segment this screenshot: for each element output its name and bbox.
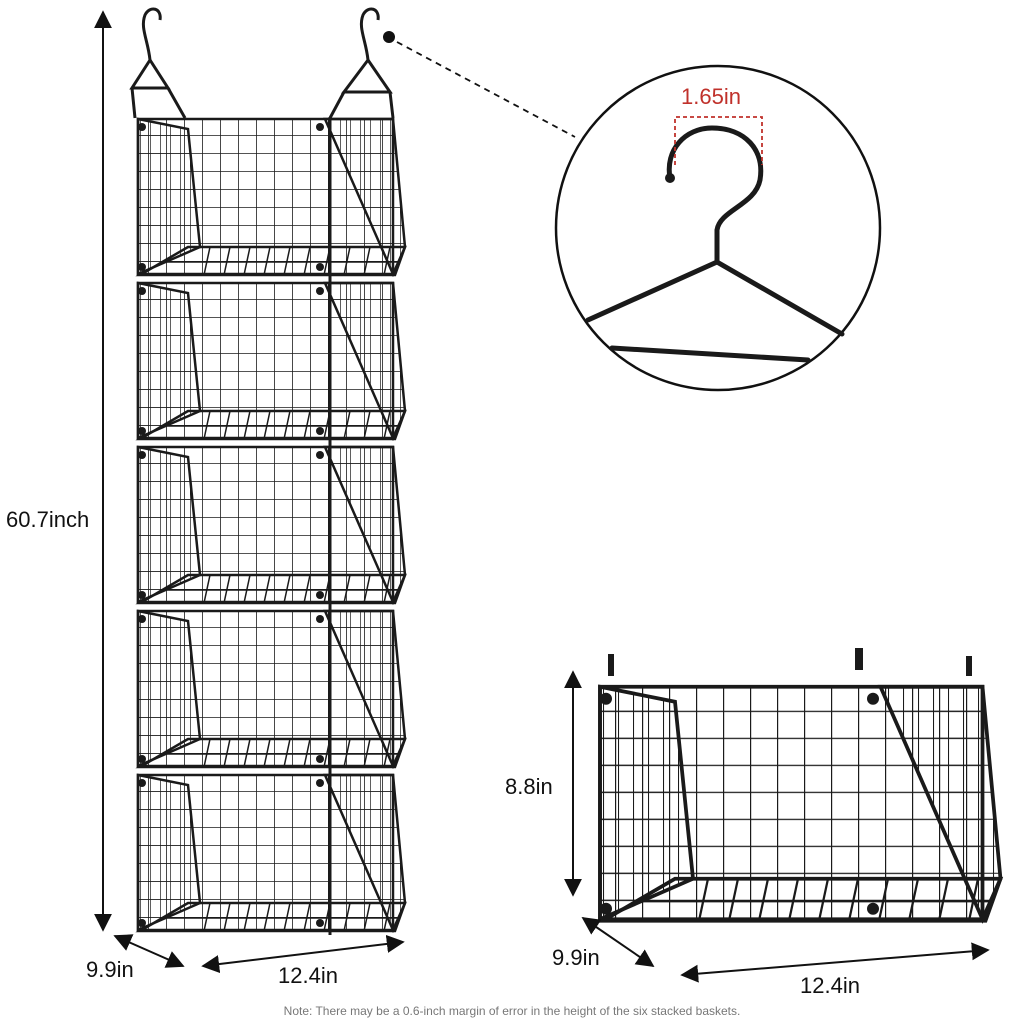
basket-width-label: 12.4in — [800, 973, 860, 998]
single-basket — [600, 648, 1001, 921]
error-margin-note: Note: There may be a 0.6-inch margin of … — [283, 1004, 741, 1018]
stack-height-label: 60.7inch — [6, 507, 90, 532]
basket-height-label: 8.8in — [505, 774, 553, 799]
basket-width-dimension-line — [680, 942, 990, 983]
stack-depth-label: 9.9in — [86, 957, 134, 982]
stack-width-dimension-line — [201, 934, 405, 974]
hook-width-label: 1.65in — [681, 84, 741, 109]
stack-width-label: 12.4in — [278, 963, 338, 988]
hook-detail-callout — [383, 31, 882, 392]
basket-depth-dimension-line — [581, 916, 655, 968]
basket-depth-label: 9.9in — [552, 945, 600, 970]
hanger-hooks — [129, 7, 395, 119]
stacked-basket-organizer — [129, 7, 407, 935]
stack-depth-dimension-line — [113, 934, 185, 968]
